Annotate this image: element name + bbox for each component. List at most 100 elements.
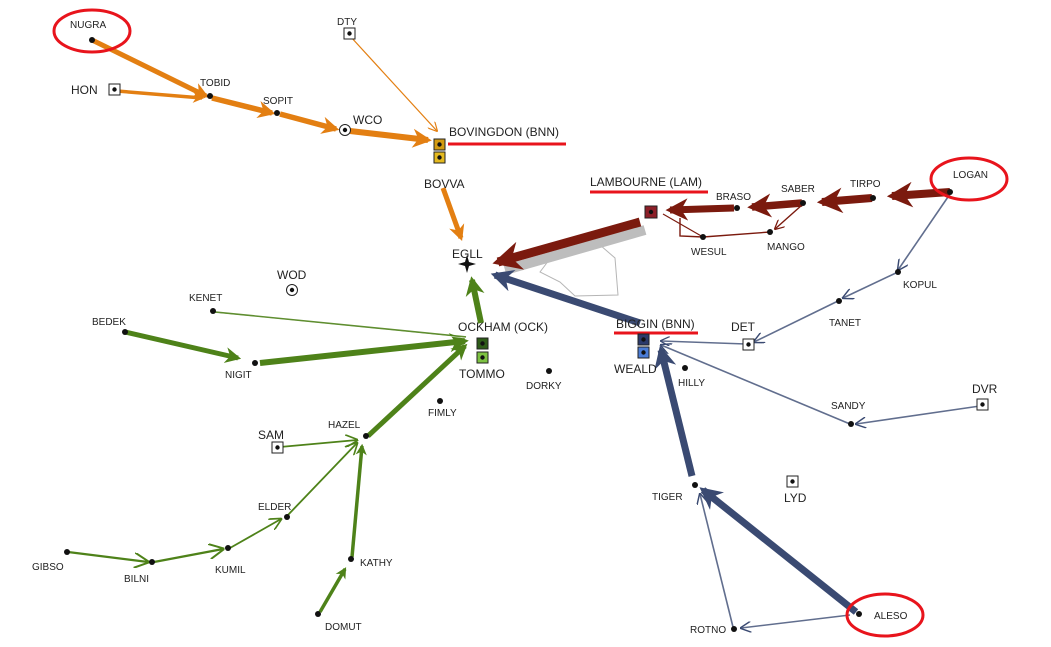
label-hazel: HAZEL <box>328 420 361 431</box>
label-egll: EGLL <box>452 247 483 261</box>
label-kathy: KATHY <box>360 558 393 569</box>
waypoint-elder <box>284 514 290 520</box>
route-bedek-nigit <box>124 329 242 363</box>
route-tirpo-saber <box>816 187 873 214</box>
label-biggin: BIGGIN (BNN) <box>616 317 695 331</box>
route-braso-lambourne <box>665 198 735 221</box>
label-dorky: DORKY <box>526 381 562 392</box>
label-sopit: SOPIT <box>263 96 293 107</box>
navaid-wco-icon <box>339 124 351 136</box>
waypoint-aleso <box>856 611 862 617</box>
waypoint-gibso <box>64 549 70 555</box>
waypoint-tobid <box>207 93 213 99</box>
navaids <box>108 27 989 488</box>
route-det-biggin <box>661 341 747 344</box>
northwest-routes <box>90 35 465 242</box>
route-tanet-det <box>754 300 839 342</box>
route-aleso-tiger <box>699 487 859 615</box>
label-sam: SAM <box>258 428 284 442</box>
route-aleso-rotno <box>741 614 851 628</box>
waypoint-hilly <box>682 365 688 371</box>
route-kumil-elder <box>229 519 281 549</box>
label-bilni: BILNI <box>124 574 149 585</box>
navaid-sam-icon <box>271 441 284 454</box>
route-dty-bovingdon <box>349 35 437 131</box>
route-wco-bovingdon <box>349 128 432 148</box>
waypoint-nigit <box>252 360 258 366</box>
waypoints <box>64 37 953 632</box>
southeast-routes <box>490 193 981 628</box>
route-mango-wesul-lambourne <box>679 218 771 238</box>
label-bedek: BEDEK <box>92 317 126 328</box>
label-fimly: FIMLY <box>428 408 457 419</box>
route-lambourne-egll-shadow <box>503 225 647 275</box>
waypoint-logan <box>947 189 953 195</box>
waypoint-kumil <box>225 545 231 551</box>
label-aleso: ALESO <box>874 611 908 622</box>
route-saber-mango <box>775 204 803 229</box>
route-biggin-egll <box>490 269 642 327</box>
southwest-routes <box>67 276 485 613</box>
route-rotno-tiger <box>700 494 734 628</box>
waypoint-kopul <box>895 269 901 275</box>
route-tiger-biggin <box>654 345 696 477</box>
navaid-lyd-icon <box>786 475 799 488</box>
label-kopul: KOPUL <box>903 280 937 291</box>
waypoint-kenet <box>210 308 216 314</box>
label-dty: DTY <box>337 17 357 28</box>
waypoint-fimly <box>437 398 443 404</box>
route-kopul-tanet <box>843 271 899 298</box>
label-bovva: BOVVA <box>424 177 464 191</box>
route-domut-kathy <box>318 567 347 613</box>
waypoint-rotno <box>731 626 737 632</box>
label-nigit: NIGIT <box>225 370 252 381</box>
label-saber: SABER <box>781 184 815 195</box>
route-bovva-egll <box>440 187 465 242</box>
label-bovingdon: BOVINGDON (BNN) <box>449 125 559 139</box>
route-elder-hazel <box>286 443 357 517</box>
navaid-det-icon <box>742 338 755 351</box>
navaid-dvr-icon <box>976 398 989 411</box>
label-rotno: ROTNO <box>690 625 726 636</box>
navaid-wod-icon <box>286 284 298 296</box>
label-dvr: DVR <box>972 382 998 396</box>
waypoint-nugra <box>89 37 95 43</box>
route-tobid-sopit <box>211 95 276 119</box>
northeast-routes <box>492 181 951 275</box>
waypoint-saber <box>800 200 806 206</box>
waypoint-hazel <box>363 433 369 439</box>
route-kathy-hazel <box>350 443 367 558</box>
label-det: DET <box>731 320 756 334</box>
waypoint-bedek <box>122 329 128 335</box>
label-logan: LOGAN <box>953 170 988 181</box>
route-sandy-biggin <box>661 345 851 425</box>
route-dvr-sandy <box>856 405 981 424</box>
label-kenet: KENET <box>189 293 222 304</box>
waypoint-dorky <box>546 368 552 374</box>
holding-markers <box>433 138 658 364</box>
route-bilni-kumil <box>153 549 223 564</box>
highlight-circle-nugra <box>52 8 132 54</box>
waypoint-kathy <box>348 556 354 562</box>
label-domut: DOMUT <box>325 622 362 633</box>
label-lyd: LYD <box>784 491 807 505</box>
label-wesul: WESUL <box>691 247 727 258</box>
label-tobid: TOBID <box>200 78 230 89</box>
airport-egll-icon <box>458 255 476 273</box>
route-sopit-wco <box>279 111 340 134</box>
label-mango: MANGO <box>767 242 805 253</box>
label-braso: BRASO <box>716 192 751 203</box>
label-kumil: KUMIL <box>215 565 246 576</box>
waypoint-bilni <box>149 559 155 565</box>
waypoint-tiger <box>692 482 698 488</box>
highlight-circle-aleso <box>845 592 925 638</box>
label-ockham: OCKHAM (OCK) <box>458 320 548 334</box>
label-wco: WCO <box>353 113 382 127</box>
route-lambourne-egll <box>492 217 642 270</box>
label-tanet: TANET <box>829 318 861 329</box>
label-gibso: GIBSO <box>32 562 64 573</box>
label-hon: HON <box>71 83 98 97</box>
label-hilly: HILLY <box>678 378 705 389</box>
waypoint-tirpo <box>870 195 876 201</box>
highlights <box>52 8 1009 638</box>
